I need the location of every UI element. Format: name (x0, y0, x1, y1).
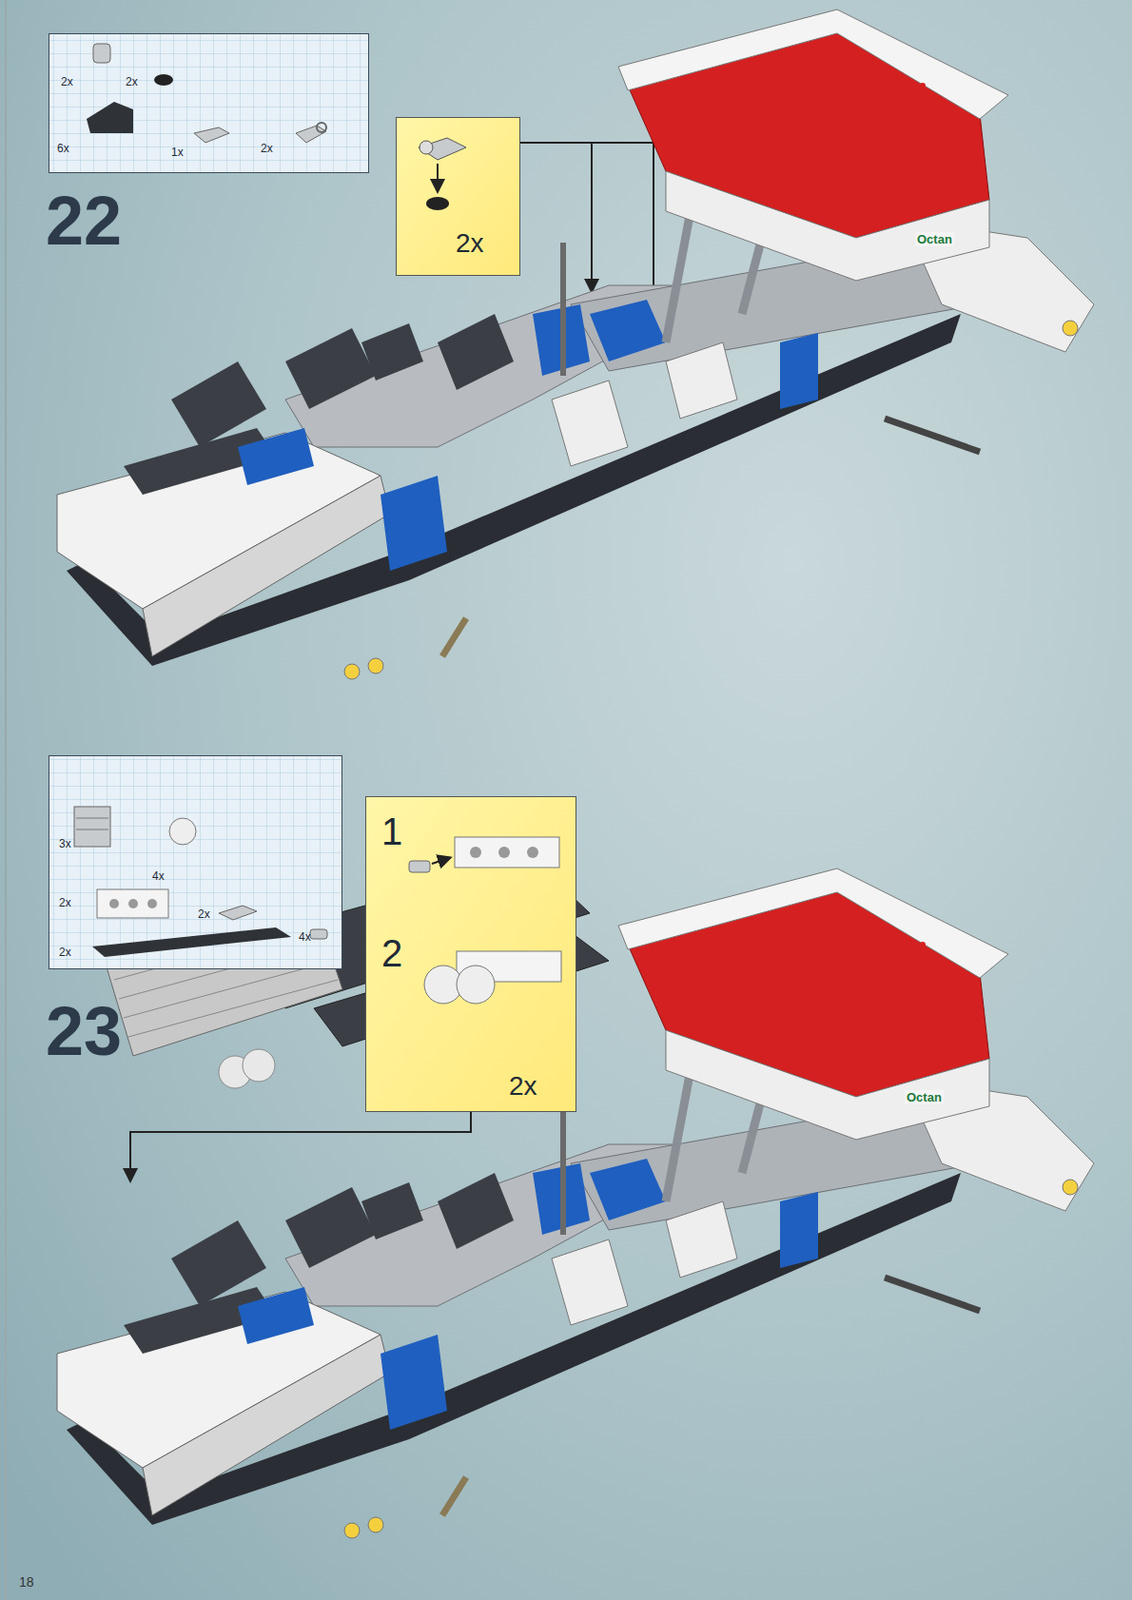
callout-number: 2x (455, 230, 485, 257)
decal-text: Octan (904, 1090, 944, 1105)
step-number: 22 (45, 186, 122, 255)
callout-number: 1 (381, 812, 403, 851)
parts-list-box: 2x 2x 6x 1x 2x (48, 33, 370, 174)
callout-box: 1 2 2x (365, 796, 577, 1113)
part-count: 2x (60, 76, 74, 88)
step-number: 23 (45, 996, 122, 1066)
parts-list-box: 3x 4x 2x 2x 2x 4x (48, 755, 343, 970)
part-count: 6x (57, 142, 70, 155)
part-count: 2x (58, 946, 72, 958)
callout-box: 2x (395, 117, 521, 276)
part-count: 2x (58, 897, 72, 909)
part-count: 2x (125, 76, 138, 88)
part-count: 4x (152, 870, 165, 882)
page-number: 18 (19, 1575, 35, 1589)
decal-text: Octan (915, 232, 955, 247)
part-count: 4x (298, 931, 312, 943)
part-count: 2x (197, 908, 211, 920)
part-count: 2x (260, 142, 274, 155)
part-count: 3x (58, 838, 72, 850)
callout-number: 2x (508, 1073, 538, 1100)
part-count: 1x (171, 146, 184, 158)
callout-number: 2 (381, 934, 403, 973)
